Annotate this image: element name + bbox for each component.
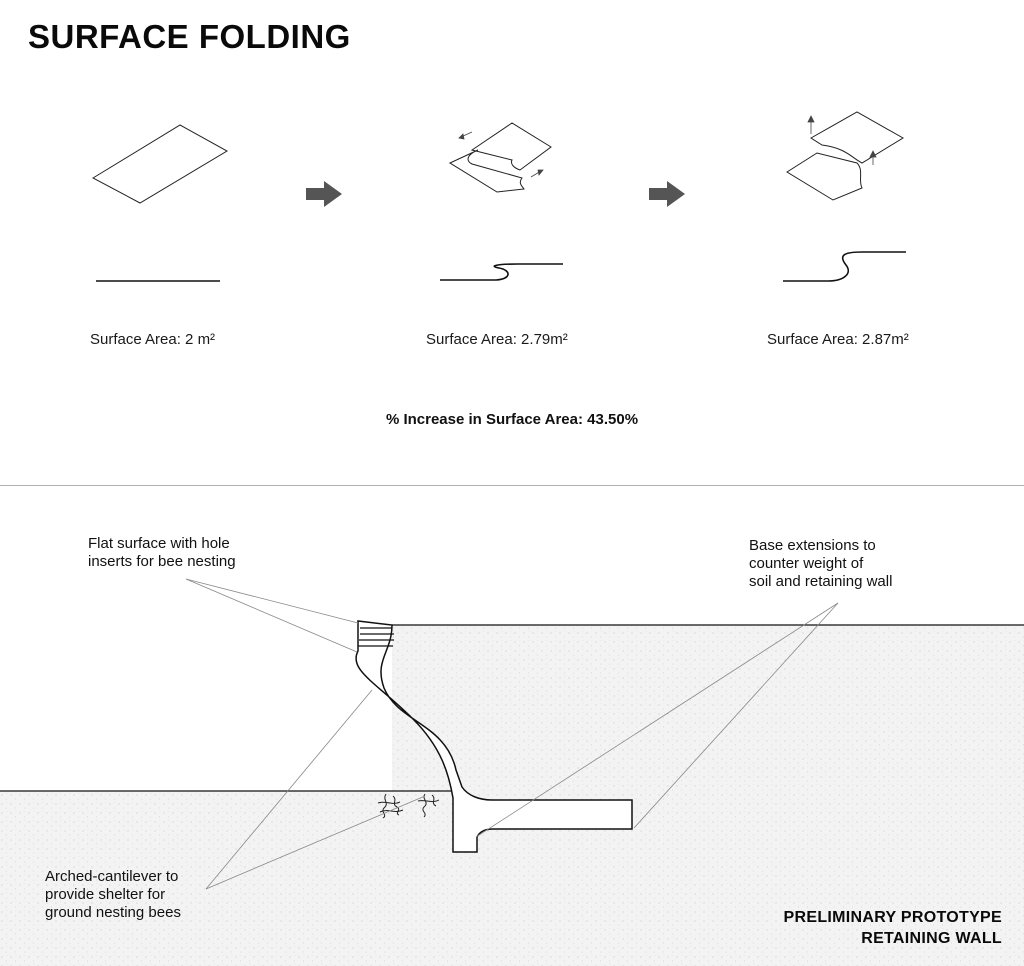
annotation-leader-lines (185, 578, 839, 890)
annotation-line: Arched-cantilever to (45, 868, 179, 885)
bee-burrow-icon (377, 793, 440, 819)
increase-label: % Increase in Surface Area: 43.50% (385, 411, 639, 428)
prototype-title-line: RETAINING WALL (861, 930, 1002, 947)
annotation-line: provide shelter for (45, 886, 166, 903)
stage3-area-label: Surface Area: 2.87m² (767, 331, 909, 348)
right-arrow-icon (306, 181, 342, 207)
arched-cantilever-annotation: Arched-cantilever to provide shelter for… (45, 868, 181, 922)
flat-plane-icon (91, 124, 229, 204)
right-arrow-icon (649, 181, 685, 207)
retaining-wall-profile (355, 620, 633, 853)
flat-surface-annotation: Flat surface with hole inserts for bee n… (88, 535, 236, 571)
deep-folded-section-line (783, 251, 906, 282)
prototype-title: PRELIMINARY PROTOTYPE RETAINING WALL (784, 907, 1002, 949)
annotation-line: Flat surface with hole (88, 535, 230, 552)
annotation-line: Base extensions to (749, 537, 876, 554)
section-divider (0, 485, 1024, 486)
bee-nesting-holes (358, 627, 394, 647)
fold-direction-icon (807, 115, 877, 165)
folded-plane-icon (448, 122, 552, 193)
annotation-line: ground nesting bees (45, 904, 181, 921)
stage2-area-label: Surface Area: 2.79m² (426, 331, 568, 348)
page-title: SURFACE FOLDING (28, 18, 351, 55)
upper-soil-area (0, 625, 1024, 966)
folded-section-line (440, 263, 563, 281)
deep-folded-plane-icon (786, 111, 904, 201)
annotation-line: inserts for bee nesting (88, 553, 236, 570)
prototype-title-line: PRELIMINARY PROTOTYPE (783, 909, 1002, 926)
annotation-line: counter weight of (749, 555, 864, 572)
base-extensions-annotation: Base extensions to counter weight of soi… (749, 537, 892, 591)
annotation-line: soil and retaining wall (749, 573, 893, 590)
fold-direction-icon (458, 131, 544, 178)
stage1-area-label: Surface Area: 2 m² (90, 331, 216, 348)
